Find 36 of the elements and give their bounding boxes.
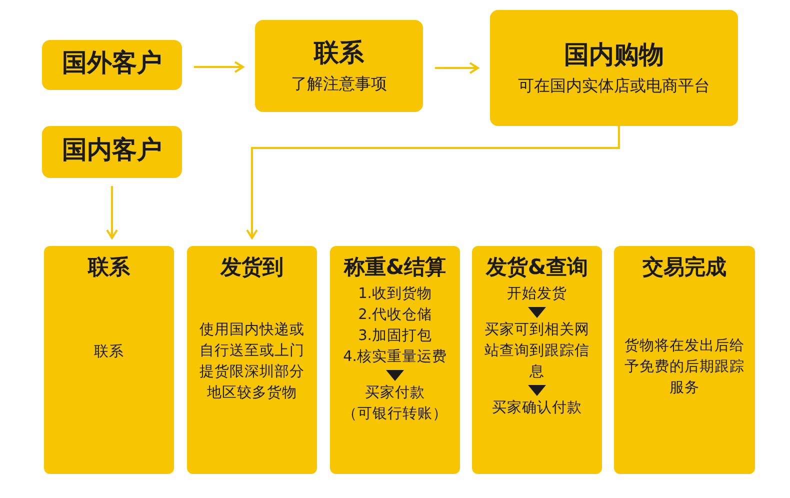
box-text: 买家可到相关网站查询到跟踪信息 xyxy=(484,320,590,382)
box-heading: 交易完成 xyxy=(642,254,726,280)
box-text: 使用国内快递或自行送至或上门提货限深圳部分地区较多货物 xyxy=(198,320,306,404)
process-box xyxy=(42,40,182,90)
step-panel xyxy=(330,246,460,474)
step-panel xyxy=(614,246,755,474)
box-text: 可在国内实体店或电商平台 xyxy=(518,74,710,97)
step-panel xyxy=(187,246,317,474)
box-text: 2.代收仓储 xyxy=(358,306,432,326)
box-heading: 国内购物 xyxy=(564,39,664,71)
box-text: 1.收到货物 xyxy=(358,285,432,304)
arrow xyxy=(246,126,620,239)
box-heading: 称重&结算 xyxy=(344,254,446,280)
box-heading: 联系 xyxy=(314,37,364,69)
box-text: 买家付款 xyxy=(365,384,425,404)
box-heading: 发货到 xyxy=(220,254,284,280)
process-box xyxy=(255,20,423,112)
box-text: 买家确认付款 xyxy=(492,398,582,418)
arrow xyxy=(435,62,479,74)
box-text: （可银行转账） xyxy=(342,405,448,424)
step-panel xyxy=(472,246,602,474)
box-heading: 发货&查询 xyxy=(486,254,588,280)
box-heading: 联系 xyxy=(88,254,130,280)
process-box xyxy=(490,10,738,126)
box-text: 了解注意事项 xyxy=(291,72,387,95)
arrow xyxy=(106,186,118,239)
box-text: 开始发货 xyxy=(507,285,567,304)
step-panel xyxy=(44,246,174,474)
box-text: 货物将在发出后给予免费的后期跟踪服务 xyxy=(624,337,746,398)
box-text: 联系 xyxy=(94,343,124,362)
box-text: 4.核实重量运费 xyxy=(343,348,447,368)
process-box xyxy=(42,126,182,178)
arrow xyxy=(194,61,244,73)
box-heading: 国外客户 xyxy=(62,47,162,79)
box-heading: 国内客户 xyxy=(62,134,162,166)
box-text: 3.加固打包 xyxy=(358,327,432,346)
